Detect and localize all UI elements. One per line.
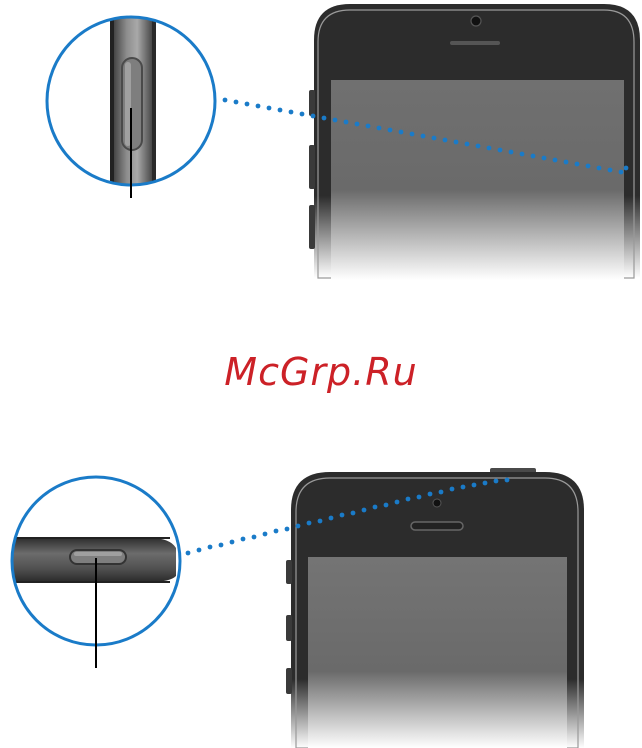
volume-button-2 [309, 145, 315, 189]
phone-screen-bottom [308, 557, 567, 748]
volume-button-1 [309, 90, 315, 116]
volume-up [286, 615, 292, 641]
phone-screen-top [331, 80, 624, 280]
bottom-figure [0, 468, 584, 748]
magnifier-top [47, 0, 215, 200]
mute-switch [286, 560, 292, 584]
camera-icon [471, 16, 481, 26]
speaker-grille [450, 41, 500, 45]
earpiece-speaker [411, 522, 463, 530]
volume-button-3 [309, 205, 315, 249]
front-camera-icon [433, 499, 441, 507]
magnifier-bottom [0, 477, 180, 668]
top-figure [47, 0, 640, 280]
volume-down [286, 668, 292, 694]
watermark: McGrp.Ru [0, 350, 642, 394]
